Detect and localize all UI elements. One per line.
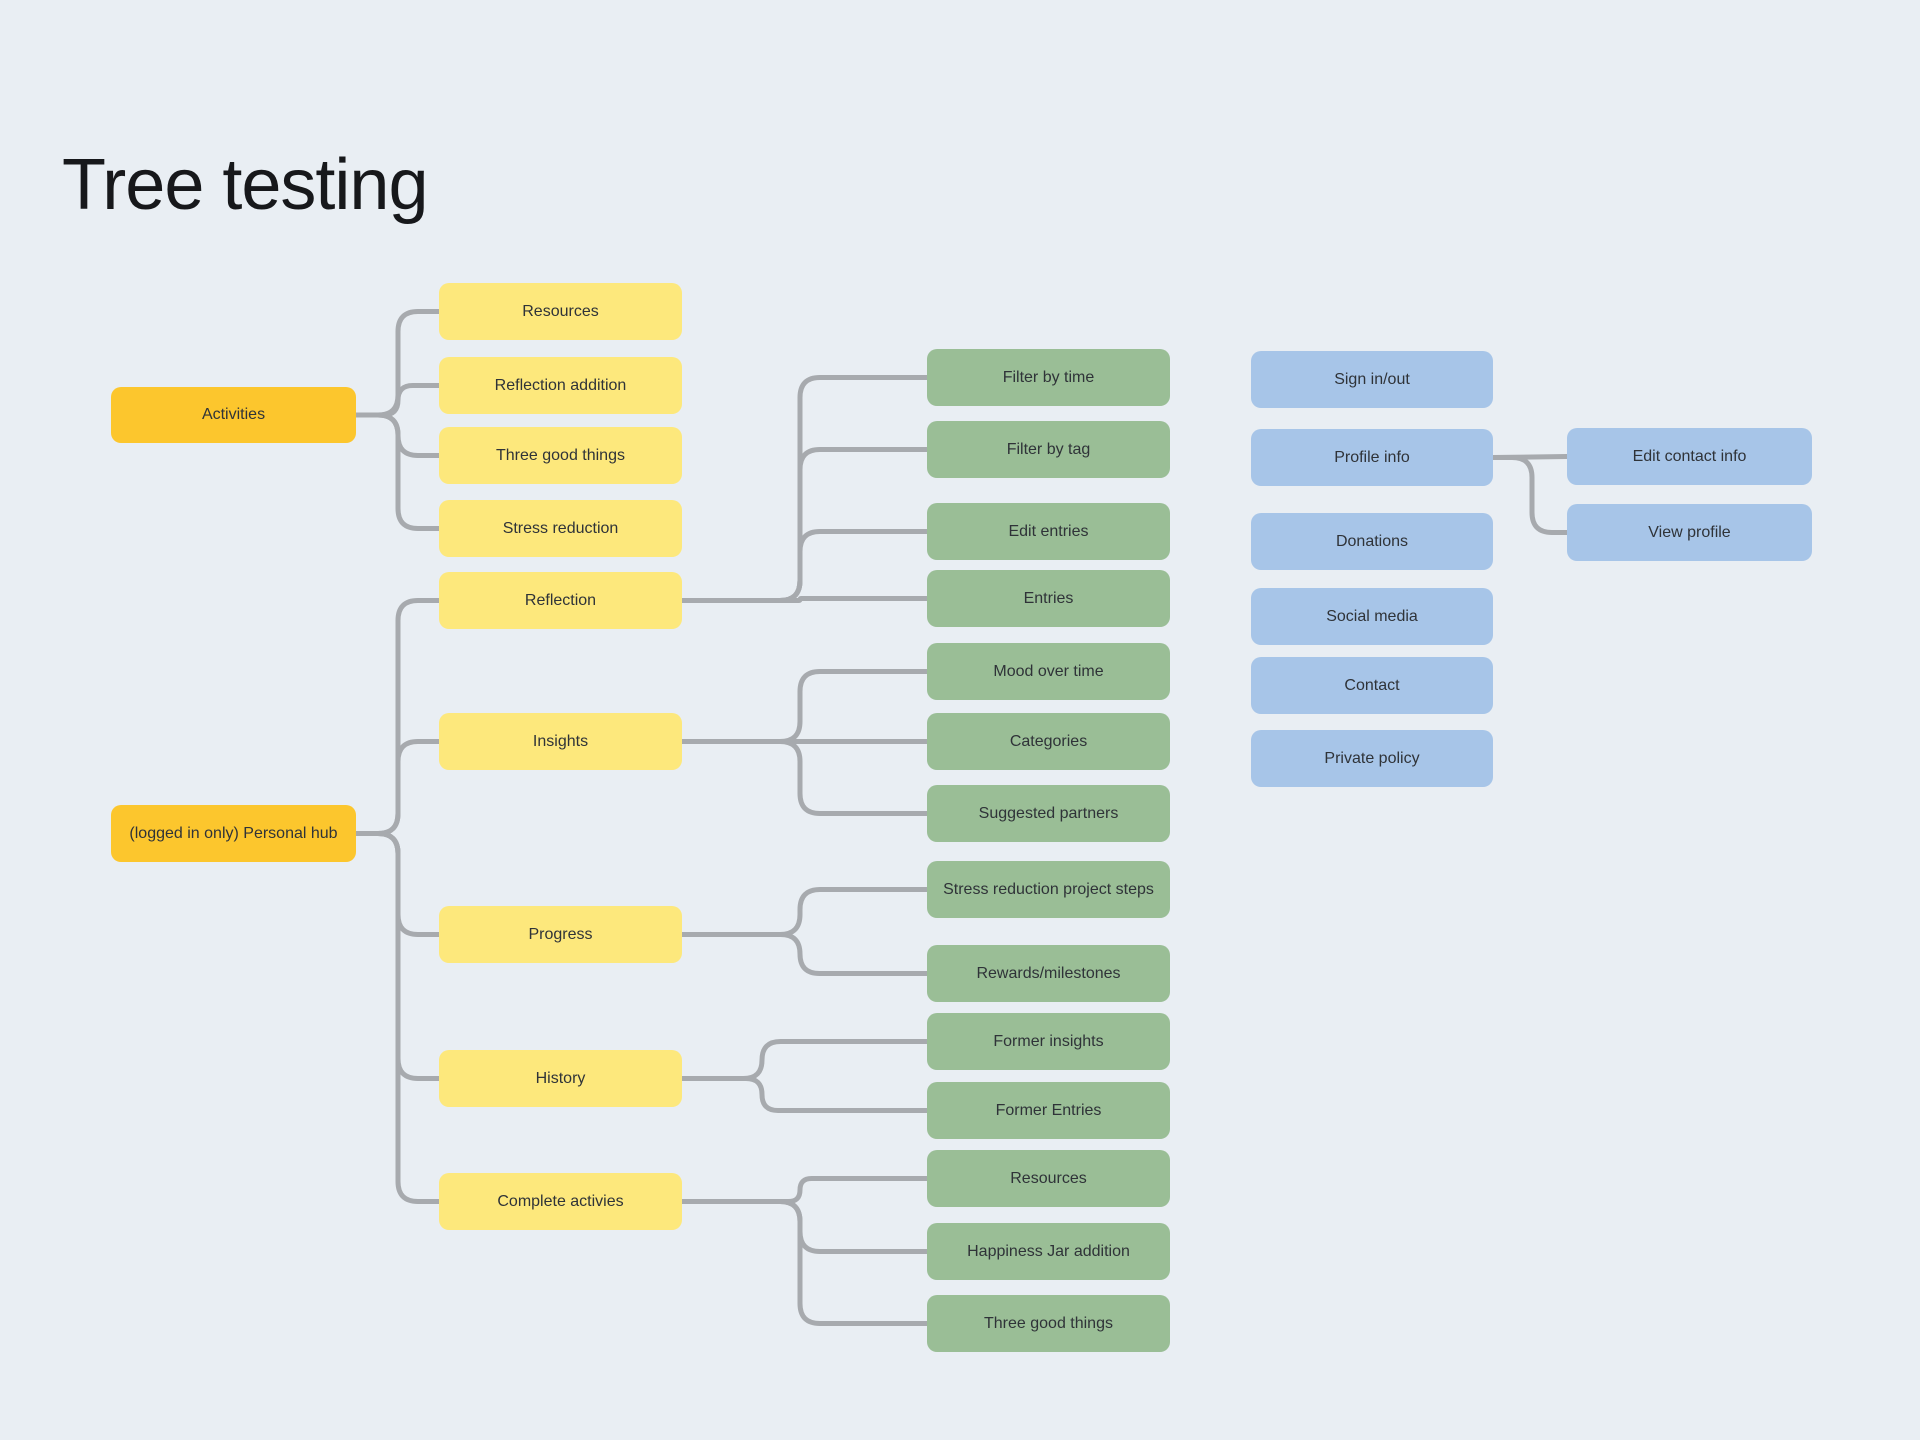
rewards-milestones-node[interactable]: Rewards/milestones (927, 945, 1170, 1002)
insights-node[interactable]: Insights (439, 713, 682, 770)
donations-node[interactable]: Donations (1251, 513, 1493, 570)
contact-node[interactable]: Contact (1251, 657, 1493, 714)
suggested-partners-node[interactable]: Suggested partners (927, 785, 1170, 842)
connector-activities-to-stress-reduction (353, 412, 442, 531)
connector-profile-info-to-view-profile (1490, 455, 1570, 535)
personal-hub-node[interactable]: (logged in only) Personal hub (111, 805, 356, 862)
reflection-node[interactable]: Reflection (439, 572, 682, 629)
entries-node[interactable]: Entries (927, 570, 1170, 627)
three-good-things-yellow-node[interactable]: Three good things (439, 427, 682, 484)
stress-reduction-project-steps-node[interactable]: Stress reduction project steps (927, 861, 1170, 918)
view-profile-node[interactable]: View profile (1567, 504, 1812, 561)
activities-node[interactable]: Activities (111, 387, 356, 443)
connector-reflection-to-filter-by-tag (679, 447, 930, 603)
former-insights-node[interactable]: Former insights (927, 1013, 1170, 1070)
stress-reduction-node[interactable]: Stress reduction (439, 500, 682, 557)
page-title: Tree testing (62, 145, 429, 226)
connector-personal-hub-to-insights (353, 739, 442, 836)
connector-reflection-to-edit-entries (679, 529, 930, 603)
edit-contact-info-node[interactable]: Edit contact info (1567, 428, 1812, 485)
connector-complete-activies-to-resources-green (679, 1176, 930, 1204)
mood-over-time-node[interactable]: Mood over time (927, 643, 1170, 700)
three-good-things-green-node[interactable]: Three good things (927, 1295, 1170, 1352)
former-entries-node[interactable]: Former Entries (927, 1082, 1170, 1139)
complete-activies-node[interactable]: Complete activies (439, 1173, 682, 1230)
progress-node[interactable]: Progress (439, 906, 682, 963)
connector-history-to-former-insights (679, 1039, 930, 1081)
connector-complete-activies-to-three-good-things-green (679, 1199, 930, 1326)
connector-personal-hub-to-complete-activies (353, 831, 442, 1204)
edit-entries-node[interactable]: Edit entries (927, 503, 1170, 560)
filter-by-time-node[interactable]: Filter by time (927, 349, 1170, 406)
connector-insights-to-mood-over-time (679, 669, 930, 744)
connector-progress-to-stress-reduction-project-steps (679, 887, 930, 937)
private-policy-node[interactable]: Private policy (1251, 730, 1493, 787)
connector-complete-activies-to-happiness-jar-addition (679, 1199, 930, 1254)
history-node[interactable]: History (439, 1050, 682, 1107)
resources-green-node[interactable]: Resources (927, 1150, 1170, 1207)
categories-node[interactable]: Categories (927, 713, 1170, 770)
happiness-jar-addition-node[interactable]: Happiness Jar addition (927, 1223, 1170, 1280)
resources-yellow-node[interactable]: Resources (439, 283, 682, 340)
connector-reflection-to-entries (679, 596, 930, 603)
profile-info-node[interactable]: Profile info (1251, 429, 1493, 486)
connector-reflection-to-filter-by-time (679, 375, 930, 603)
reflection-addition-node[interactable]: Reflection addition (439, 357, 682, 414)
connector-progress-to-rewards-milestones (679, 932, 930, 976)
connector-insights-to-suggested-partners (679, 739, 930, 816)
social-media-node[interactable]: Social media (1251, 588, 1493, 645)
sign-in-out-node[interactable]: Sign in/out (1251, 351, 1493, 408)
filter-by-tag-node[interactable]: Filter by tag (927, 421, 1170, 478)
connector-history-to-former-entries (679, 1076, 930, 1113)
